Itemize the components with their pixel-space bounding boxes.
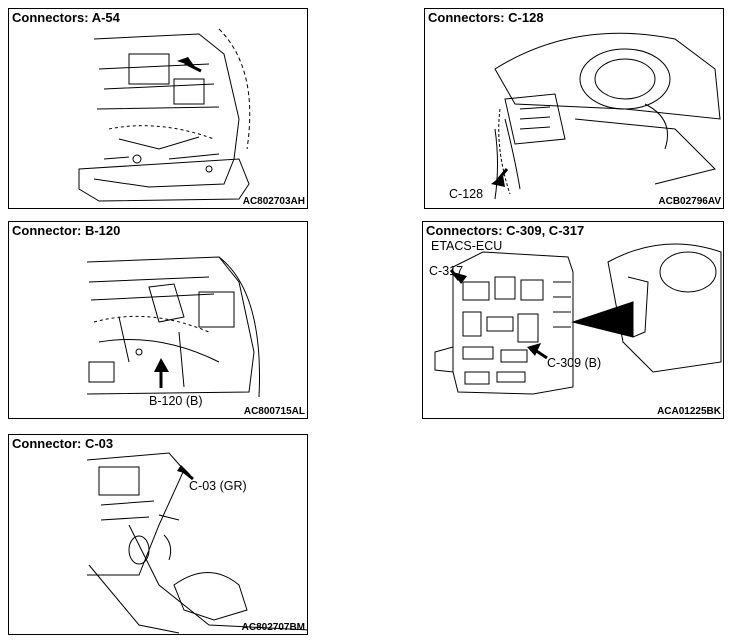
figure-code: AC802703AH xyxy=(242,196,305,207)
panel-title: Connectors: C-309, C-317 xyxy=(426,223,585,238)
panel-title: Connector: B-120 xyxy=(12,223,121,238)
panel-connector-c03: Connector: C-03 C-03 (GR) AC802707BM xyxy=(8,434,308,635)
figure-code: ACA01225BK xyxy=(657,406,721,417)
etacs-ecu-label: ETACS-ECU xyxy=(431,239,503,253)
dashboard-illustration xyxy=(491,9,724,209)
etacs-ecu-illustration xyxy=(423,222,724,419)
connector-label-b120: B-120 (B) xyxy=(149,394,203,408)
engine-compartment-illustration xyxy=(9,222,308,419)
panel-title: Connectors: A-54 xyxy=(12,10,120,25)
panel-connectors-c309-c317: Connectors: C-309, C-317 ETACS-ECU C-317 xyxy=(422,221,724,419)
connector-label-c309: C-309 (B) xyxy=(547,356,602,370)
engine-bay-illustration xyxy=(9,9,308,209)
connector-label-c03: C-03 (GR) xyxy=(189,479,247,493)
center-console-illustration xyxy=(9,435,308,635)
panel-connector-b120: Connector: B-120 B-120 (B) AC800715AL xyxy=(8,221,308,419)
connector-label-c317: C-317 xyxy=(429,264,464,278)
figure-code: ACB02796AV xyxy=(658,196,721,207)
panel-connectors-c128: Connectors: C-128 C-128 ACB02796AV xyxy=(424,8,724,209)
panel-connectors-a54: Connectors: A-54 AC802703AH xyxy=(8,8,308,209)
panel-title: Connector: C-03 xyxy=(12,436,114,451)
figure-code: AC802707BM xyxy=(241,622,305,633)
figure-code: AC800715AL xyxy=(243,406,305,417)
connector-label-c128: C-128 xyxy=(449,187,484,201)
panel-title: Connectors: C-128 xyxy=(428,10,544,25)
